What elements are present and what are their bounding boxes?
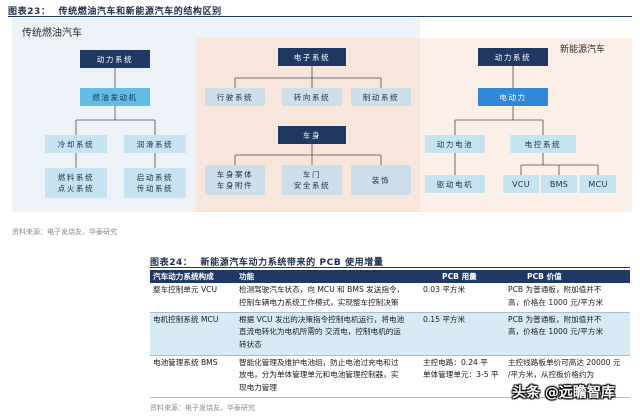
ice-fuel-ignition-box: 燃料系统 点火系统 (45, 168, 107, 198)
fig24-title: 新能源汽车动力系统带来的 PCB 使用增量 (200, 258, 384, 268)
box-line: 安全系统 (293, 181, 331, 190)
cell-line: 现电力管理 (239, 382, 277, 392)
column-header-pcb-value: PCB 价值 (505, 270, 630, 283)
cell-component: 电池管理系统 BMS (153, 357, 218, 367)
fig23-label: 图表23： (8, 7, 51, 17)
body-box: 车身 (278, 126, 346, 144)
fig24-heading-rule (150, 267, 630, 268)
cell-pcb-usage: 主控电路：0.24 平 单体管理单元：3-5 平 (420, 355, 505, 397)
cell-pcb-usage: 0.15 平方米 (420, 312, 505, 355)
electronics-system-box: 电子系统 (278, 48, 346, 66)
cell-component: 整车控制单元 VCU (153, 285, 218, 294)
cell-line: 主控电路：0.24 平 (423, 357, 488, 367)
doors-safety-box: 车门 安全系统 (282, 165, 342, 195)
pcb-increment-table: 汽车动力系统构成 功能 PCB 用量 PCB 价值 整车控制单元 VCU 检测驾… (150, 270, 630, 398)
box-line: 燃料系统 (57, 173, 95, 182)
column-header-function: 功能 (236, 270, 420, 283)
cell-line: 高，价格在 1000 元/平方米 (508, 297, 604, 307)
cell-pcb-value: 主控线路板单价可高达 20000 元 /平方米，从控板价格约为 (505, 355, 630, 397)
column-header-pcb-usage: PCB 用量 (420, 270, 505, 283)
cell-line: 转状态 (239, 339, 262, 349)
body-shell-box: 车身案体 车身附件 (205, 165, 265, 195)
cell-line: 高，价格在 1000 元/平方米 (508, 327, 604, 336)
driving-system-box: 行驶系统 (205, 88, 265, 106)
cell-component: 电机控制系统 MCU (153, 314, 219, 324)
box-line: 车身案体 (216, 170, 254, 179)
cell-line: 单体管理单元：3-5 平 (423, 370, 499, 379)
cell-line: 放电，分为单体管理单元和电池管理控制器，实 (239, 370, 399, 379)
box-line: 传动系统 (136, 184, 174, 193)
cell-line: /平方米，从控板价格约为 (508, 370, 595, 379)
ice-power-system-box: 动力系统 (80, 50, 150, 68)
steering-system-box: 转向系统 (282, 88, 342, 106)
cell-line: 直流电转化为电机所需的 交流电，控制电机的运 (239, 327, 401, 336)
table-row: 整车控制单元 VCU 检测驾驶汽车状态，向 MCU 和 BMS 发送指令， 控制… (150, 283, 630, 312)
column-header-component: 汽车动力系统构成 (150, 270, 236, 283)
ev-electric-power-box: 电动力 (478, 88, 548, 106)
box-line: 车身附件 (216, 181, 254, 190)
box-line: 启动系统 (136, 173, 174, 182)
ice-cooling-box: 冷却系统 (45, 135, 107, 153)
cell-line: 检测驾驶汽车状态，向 MCU 和 BMS 发送指令， (239, 285, 405, 294)
cell-pcb-value: PCB 为普通板，附加值并不 高，价格在 1000 元/平方米 (505, 283, 630, 312)
watermark: 头条 @远瞻智库 (512, 385, 615, 401)
ice-region-label: 传统燃油汽车 (22, 28, 82, 39)
fig23-heading: 图表23： 传统燃油汽车和新能源汽车的结构区别 (8, 4, 222, 17)
table-row: 电机控制系统 MCU 根据 VCU 发出的决策指令控制电机运行，将电池 直流电转… (150, 312, 630, 355)
cell-pcb-value: PCB 为普通板，附加值并不 高，价格在 1000 元/平方米 (505, 312, 630, 355)
ev-mcu-box: MCU (580, 175, 616, 193)
ice-start-transmission-box: 启动系统 传动系统 (124, 168, 186, 198)
box-line: 点火系统 (57, 184, 95, 193)
cell-line: 0.15 平方米 (423, 314, 466, 324)
ice-lubrication-box: 润滑系统 (124, 135, 186, 153)
cell-function: 检测驾驶汽车状态，向 MCU 和 BMS 发送指令， 控制车辆电力系统工作模式，… (236, 283, 420, 312)
ev-control-system-box: 电控系统 (510, 135, 576, 153)
cell-line: 0.03 平方米 (423, 285, 466, 294)
fig24-heading: 图表24： 新能源汽车动力系统带来的 PCB 使用增量 (150, 255, 383, 268)
trim-box: 装饰 (351, 165, 411, 195)
braking-system-box: 制动系统 (351, 88, 411, 106)
fig23-source: 资料来源：电子发烧友，华泰研究 (12, 228, 117, 236)
cell-function: 智能化管理及维护电池组，防止电池过充电和过 放电，分为单体管理单元和电池管理控制… (236, 355, 420, 397)
table-header-row: 汽车动力系统构成 功能 PCB 用量 PCB 价值 (150, 270, 630, 283)
cell-line: 主控线路板单价可高达 20000 元 (508, 357, 621, 367)
ev-bms-box: BMS (541, 175, 577, 193)
cell-function: 根据 VCU 发出的决策指令控制电机运行，将电池 直流电转化为电机所需的 交流电… (236, 312, 420, 355)
cell-line: PCB 为普通板，附加值并不 (508, 285, 602, 294)
ev-motor-box: 驱动电机 (425, 175, 485, 193)
cell-line: 根据 VCU 发出的决策指令控制电机运行，将电池 (239, 314, 405, 324)
fig24-label: 图表24： (150, 258, 193, 268)
box-line: 车门 (302, 170, 322, 179)
ev-vcu-box: VCU (503, 175, 539, 193)
fig24-source: 资料来源：电子发烧友，华泰研究 (150, 404, 255, 412)
ev-battery-box: 动力电池 (425, 135, 485, 153)
cell-line: PCB 为普通板，附加值并不 (508, 314, 602, 324)
cell-pcb-usage: 0.03 平方米 (420, 283, 505, 312)
ev-power-system-box: 动力系统 (478, 48, 548, 66)
cell-line: 控制车辆电力系统工作模式，实现整车控制决策 (239, 297, 399, 307)
table-row: 电池管理系统 BMS 智能化管理及维护电池组，防止电池过充电和过 放电，分为单体… (150, 355, 630, 397)
fig23-heading-rule (8, 16, 632, 17)
ice-engine-box: 燃油发动机 (80, 88, 150, 106)
fig23-title: 传统燃油汽车和新能源汽车的结构区别 (58, 7, 222, 17)
cell-line: 智能化管理及维护电池组，防止电池过充电和过 (239, 357, 399, 367)
ev-region-label: 新能源汽车 (560, 45, 606, 55)
